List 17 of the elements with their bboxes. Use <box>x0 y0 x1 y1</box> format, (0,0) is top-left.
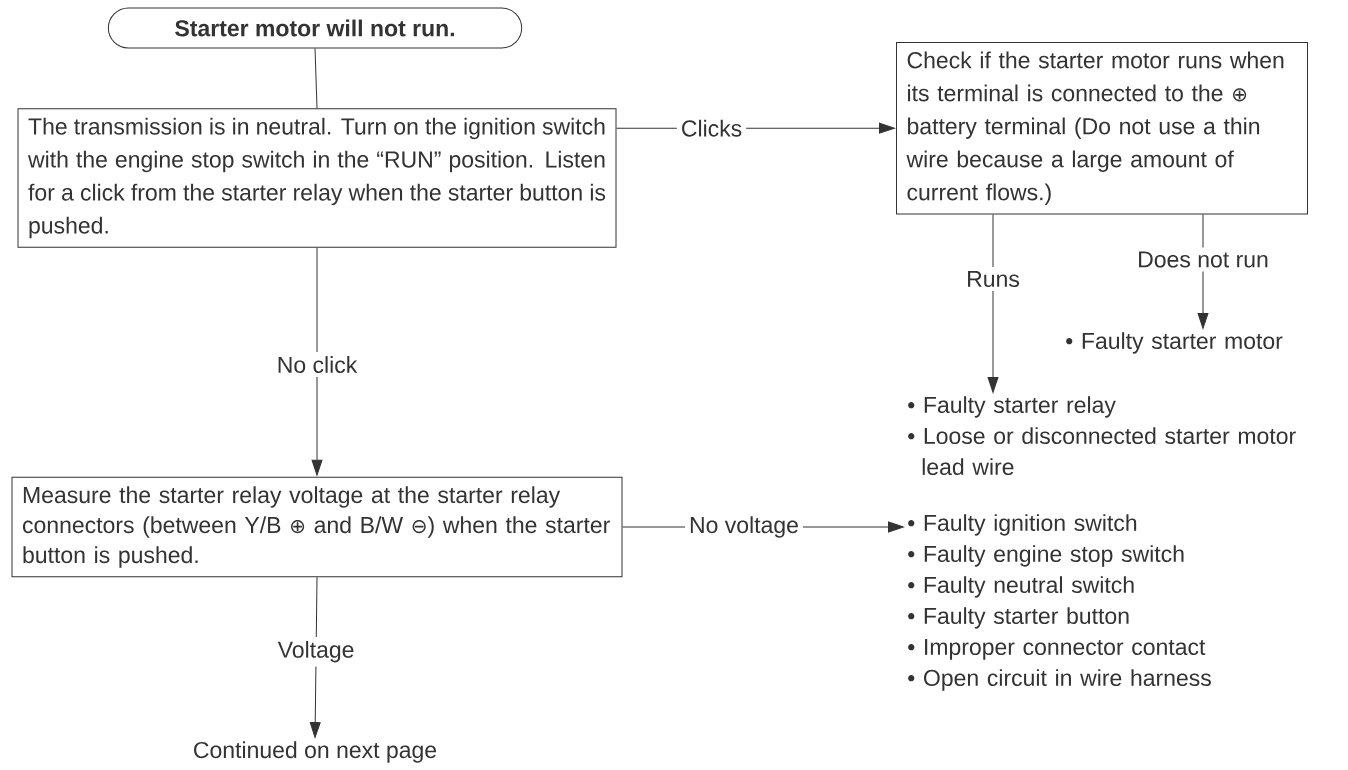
process-box: Measure the starter relay voltage at the starter relay connectors (between Y/B ⊕ and B/W ⊖) when the starter button is pushed. <box>11 476 623 578</box>
cause-list: • Faulty starter relay • Loose or disconnected starter motor lead wire <box>908 396 1296 476</box>
start-terminal: Starter motor will not run. <box>107 7 523 49</box>
edge-label: No voltage <box>685 512 803 542</box>
process-box: The transmission is in neutral. Turn on the ignition switch with the engine stop switch in the “RUN” position. Listen for a click from the starter relay when the starter button is pushed. <box>17 108 617 248</box>
arrow <box>309 576 321 738</box>
edge-label: Clicks <box>676 115 747 141</box>
arrow <box>987 213 999 393</box>
note-text: Continued on next page <box>194 741 437 763</box>
cause-list: • Faulty ignition switch • Faulty engine stop switch • Faulty neutral switch • Faulty starter button • Improper connector contact • Open circuit in wire harness <box>908 514 1211 691</box>
arrow <box>311 247 323 476</box>
edge-label: Runs <box>962 267 1024 292</box>
edge-label: Voltage <box>273 636 359 667</box>
edge-label: No click <box>272 352 362 377</box>
process-box: Check if the starter motor runs when its terminal is connected to the ⊕ battery terminal (Do not use a thin wire because a large amount of current flows.) <box>896 42 1308 215</box>
cause-list: • Faulty starter motor <box>1066 332 1283 354</box>
edge-label: Does not run <box>1133 247 1273 272</box>
